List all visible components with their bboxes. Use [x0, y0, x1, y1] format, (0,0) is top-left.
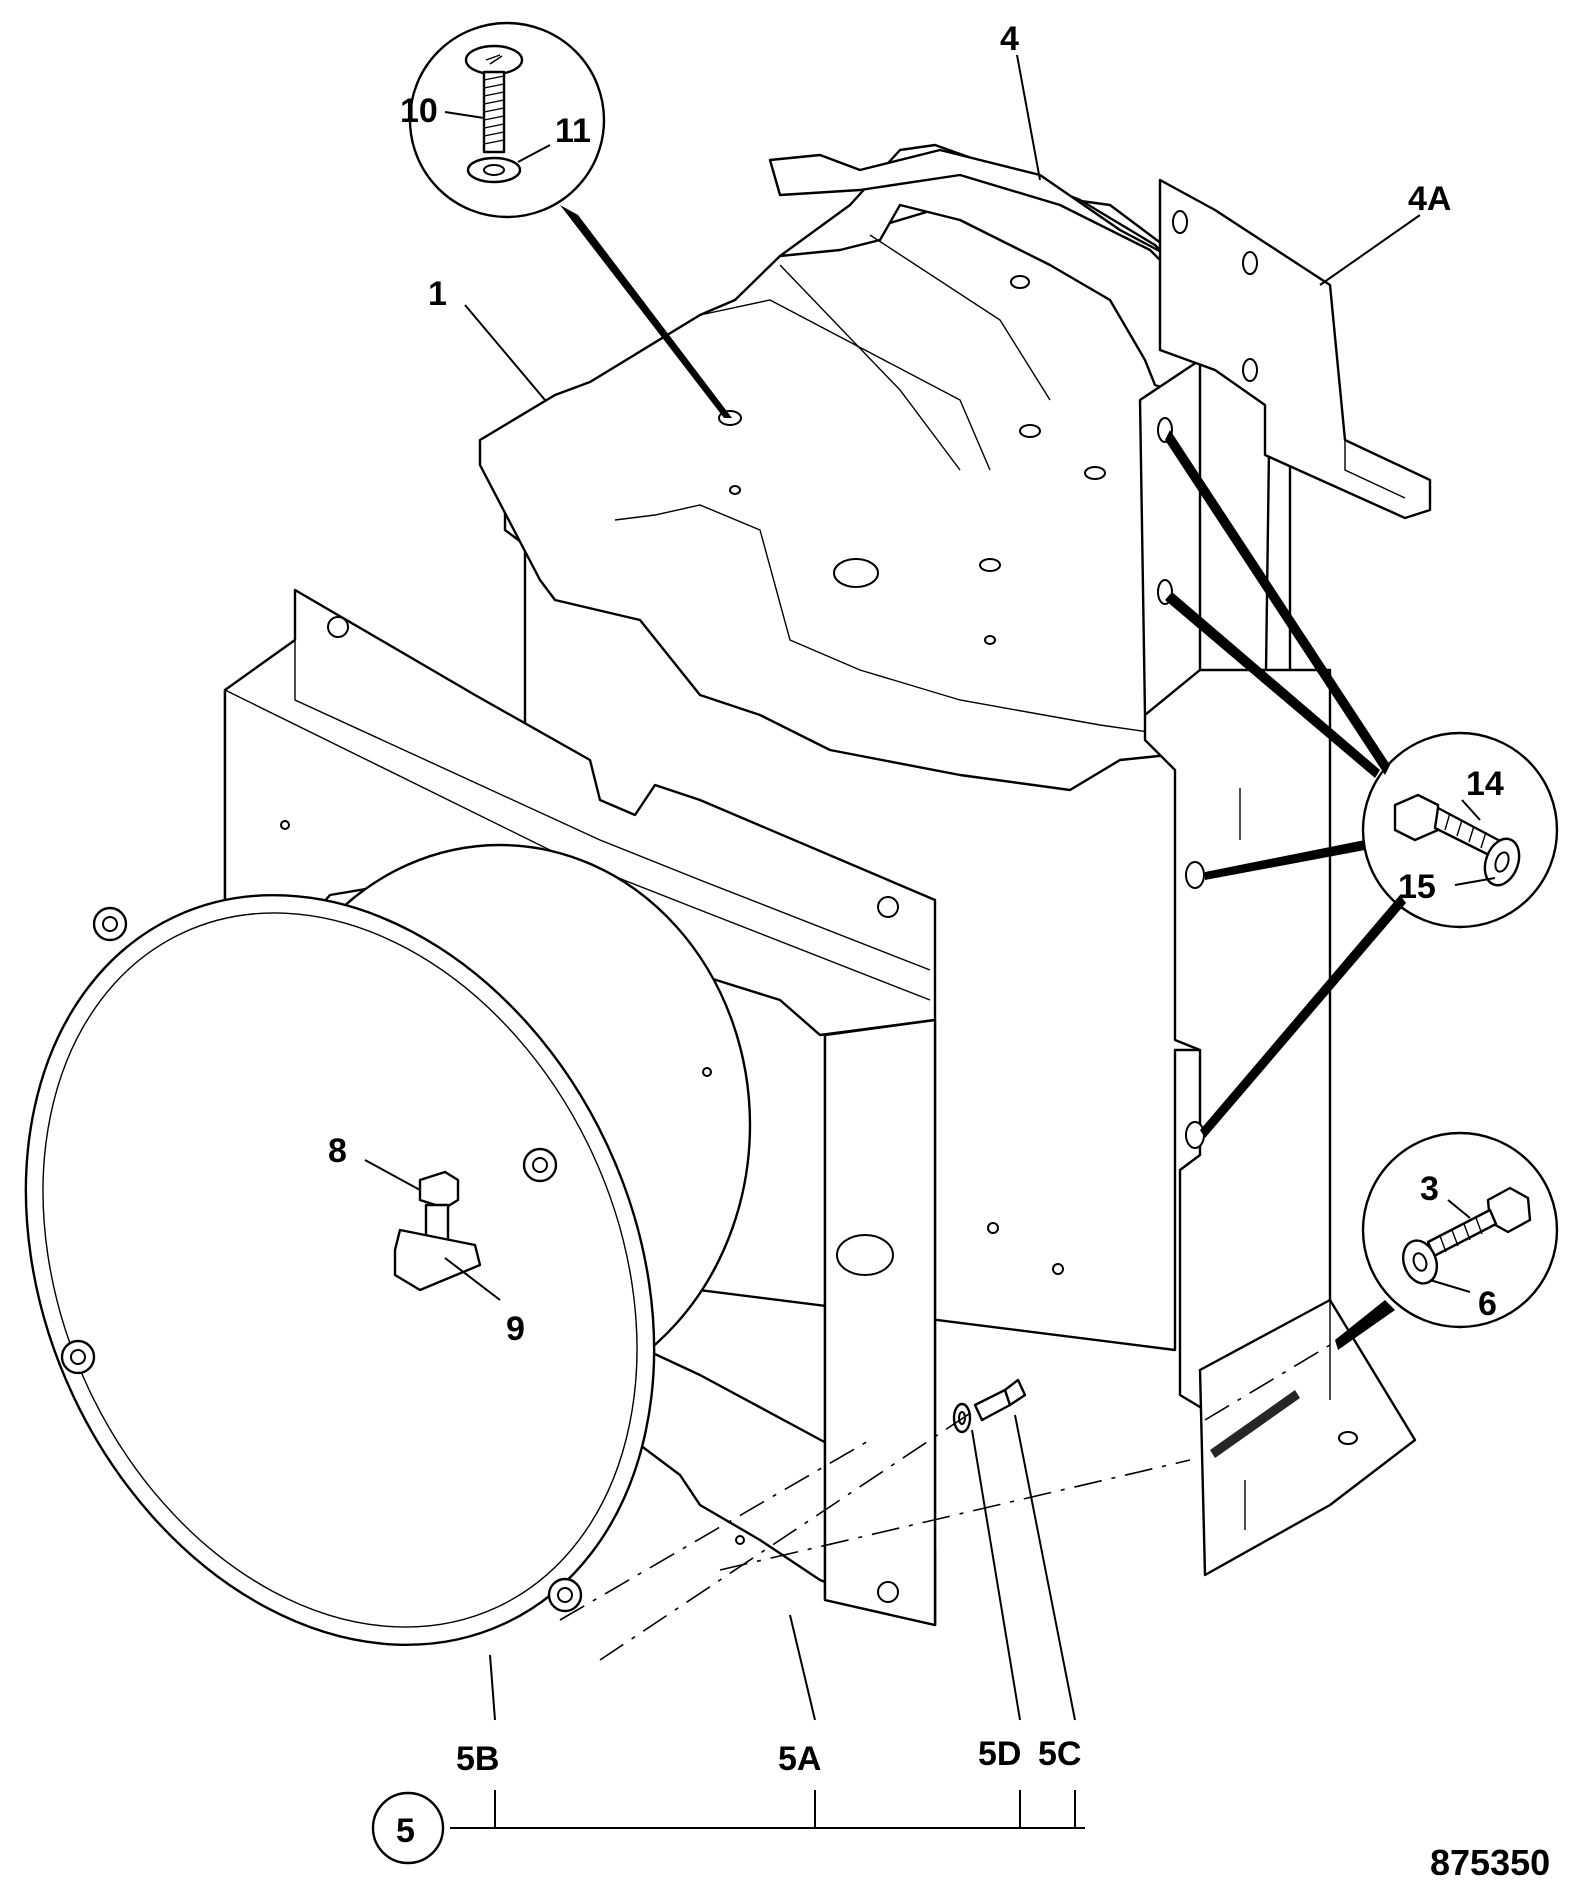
callout-label: 1	[428, 275, 447, 313]
callout-label: 3	[1420, 1170, 1439, 1208]
bracket-part-4	[1138, 358, 1417, 1577]
callout-label: 11	[555, 112, 591, 150]
centerline	[719, 1459, 1191, 1571]
centerline	[599, 1409, 976, 1661]
centerline	[1204, 1344, 1331, 1421]
callout-label: 4	[1000, 20, 1019, 58]
detail-circle-3-6	[1361, 1131, 1559, 1329]
callout-label: 10	[400, 92, 438, 130]
callout-label: 5D	[978, 1735, 1021, 1773]
drawing-reference-number: 875350	[1430, 1842, 1550, 1883]
bolt-part-8	[393, 1170, 482, 1292]
leader-wedge	[1165, 430, 1390, 775]
leader-wedge	[1165, 592, 1380, 778]
callout-label: 9	[506, 1310, 525, 1348]
detail-circle-10-11	[408, 21, 606, 219]
bolt-part-5c	[952, 1378, 1027, 1434]
callout-label: 5A	[778, 1740, 821, 1778]
assembly-callout-label: 5	[396, 1812, 415, 1850]
callout-label: 4A	[1408, 180, 1451, 218]
leader-wedge	[1200, 895, 1406, 1138]
callout-label: 6	[1478, 1285, 1497, 1323]
callout-label: 8	[328, 1132, 347, 1170]
callout-label: 14	[1466, 765, 1504, 803]
leader-wedge	[1210, 1390, 1300, 1458]
callout-leaders	[364, 54, 1421, 1829]
leader-wedge	[1205, 840, 1365, 880]
callout-label: 15	[1398, 868, 1436, 906]
callout-label: 5C	[1038, 1735, 1081, 1773]
bracket-part-4a	[1158, 178, 1432, 520]
leader-wedge	[560, 205, 732, 418]
leader-wedge	[1335, 1300, 1395, 1350]
fan-ring-part-5b	[24, 893, 656, 1647]
centerline	[559, 1439, 871, 1621]
detail-circle-14-15	[1361, 731, 1559, 929]
assembly-callout-circle	[371, 1791, 445, 1865]
callout-label: 5B	[456, 1740, 499, 1778]
